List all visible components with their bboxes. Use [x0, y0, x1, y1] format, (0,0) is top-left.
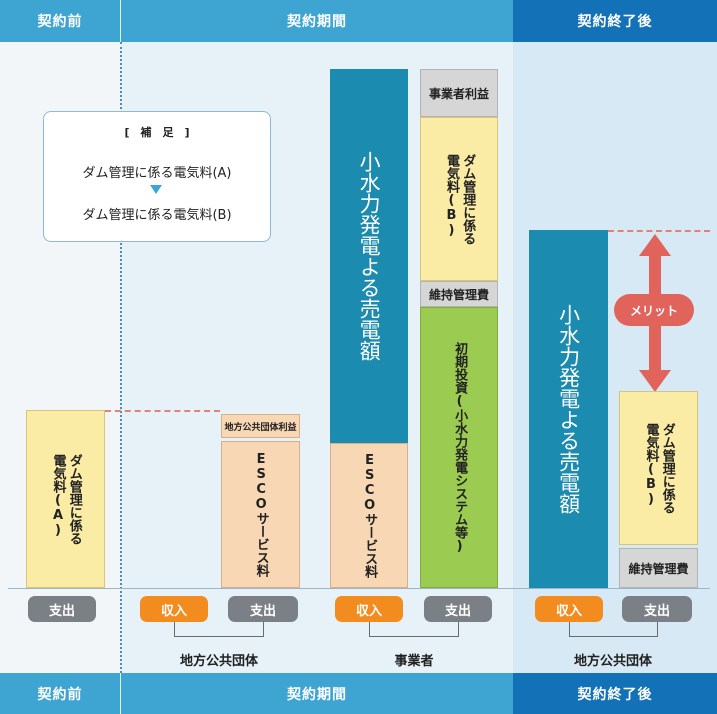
merit-badge: メリット — [614, 294, 694, 326]
note-line-a: ダム管理に係る電気料(A) — [82, 166, 232, 181]
local-gov-label: 地方公共団体 — [179, 654, 258, 669]
operator-income-button[interactable]: 収入 — [335, 596, 403, 622]
local-gov-profit-block: 地方公共団体利益 — [221, 414, 300, 438]
baseline — [8, 588, 710, 589]
phase-before-footer: 契約前 — [0, 673, 120, 714]
phase-after-footer: 契約終了後 — [513, 673, 717, 714]
phase-before-header: 契約前 — [0, 0, 120, 42]
post-maintenance-block: 維持管理費 — [619, 548, 698, 588]
electric-b-block: ダム管理に係る 電気料(B) — [420, 117, 498, 281]
post-sales-block: 小水力発電よる売電額 — [529, 230, 608, 588]
note-box: [ 補 足 ] ダム管理に係る電気料(A) ダム管理に係る電気料(B) — [43, 111, 271, 242]
pre-electric-fee-block: ダム管理に係る 電気料(A) — [26, 410, 105, 588]
pre-expense-button[interactable]: 支出 — [28, 596, 96, 622]
local-esco-fee-block: ESCOサービス料 — [221, 441, 300, 588]
post-electric-b-block: ダム管理に係る 電気料(B) — [619, 391, 698, 545]
post-expense-button[interactable]: 支出 — [622, 596, 692, 622]
operator-esco-fee-block: ESCOサービス料 — [330, 443, 408, 588]
note-down-arrow-icon — [150, 185, 162, 194]
level-guide-line — [105, 410, 220, 412]
bracket-line — [569, 622, 570, 636]
phase-during-header: 契約期間 — [121, 0, 513, 42]
sales-block: 小水力発電よる売電額 — [330, 69, 408, 443]
bracket-line — [458, 622, 459, 636]
bracket-line — [174, 636, 264, 637]
phase-after-header: 契約終了後 — [513, 0, 717, 42]
phase-during-footer: 契約期間 — [121, 673, 513, 714]
local-expense-button[interactable]: 支出 — [228, 596, 298, 622]
post-level-guide-line — [608, 230, 710, 232]
post-income-button[interactable]: 収入 — [535, 596, 603, 622]
phase-divider — [120, 42, 122, 673]
bracket-line — [174, 622, 175, 636]
local-income-button[interactable]: 収入 — [140, 596, 208, 622]
bracket-line — [569, 636, 658, 637]
note-title: [ 補 足 ] — [124, 126, 190, 139]
bracket-line — [369, 622, 370, 636]
operator-profit-block: 事業者利益 — [420, 69, 498, 117]
post-local-gov-label: 地方公共団体 — [573, 654, 652, 669]
initial-investment-block: 初期投資(小水力発電システム等) — [420, 307, 498, 588]
operator-label: 事業者 — [394, 654, 434, 669]
bracket-line — [657, 622, 658, 636]
maintenance-block: 維持管理費 — [420, 281, 498, 307]
bracket-line — [263, 622, 264, 636]
note-line-b: ダム管理に係る電気料(B) — [82, 208, 232, 223]
operator-expense-button[interactable]: 支出 — [424, 596, 492, 622]
bracket-line — [369, 636, 459, 637]
